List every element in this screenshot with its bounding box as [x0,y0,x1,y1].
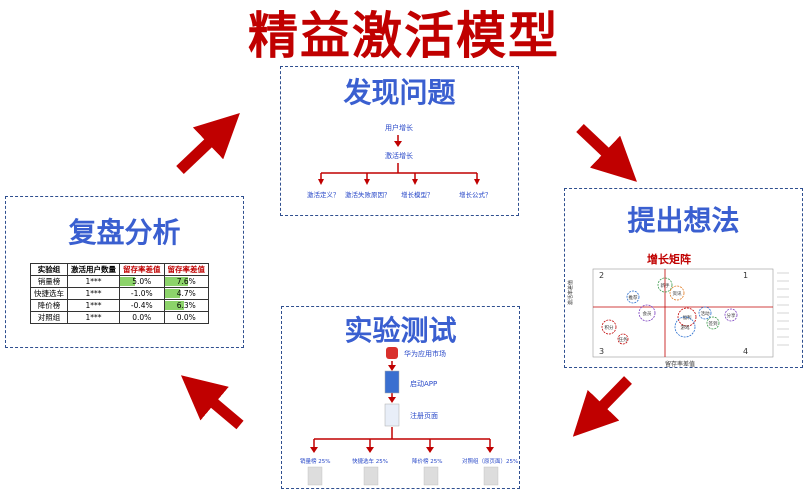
experiment-panel: 实验测试 华为应用市场 启动APP 注册页面 销量榜 25% 快捷选车 25% … [281,306,520,489]
bubble-0 [601,319,617,335]
app-store-icon [386,347,398,359]
bubble-label-0: 积分 [605,324,614,331]
bubble-label-4: 资讯 [673,290,682,297]
leaf-4: 增长公式？ [459,191,492,199]
review-table: 实验组 激活用户数量 留存率差值 留存率差值 销量榜 1*** 5.0% 7.6… [30,263,209,324]
group-3: 降价榜 25% [412,459,443,465]
table-row: 销量榜 1*** 5.0% 7.6% [30,275,209,288]
arrow-review-to-discover [176,113,240,174]
bubble-label-6: 活动 [701,310,710,317]
bubble-label-8: 分享 [727,312,736,319]
quadrant-2: 2 [599,271,605,280]
experiment-title: 实验测试 [344,314,457,347]
discover-tree [318,135,480,185]
ideas-panel: 提出想法 增长矩阵 积分推荐会员新手资讯福利活动签到分享游戏任务 2 1 3 4… [564,188,803,368]
bubble-9 [674,316,696,338]
discover-panel: 发现问题 用户增长 激活增长 激活定义？ 激活失败原因？ 增长模型？ 增长公式？ [280,66,519,216]
quadrant-3: 3 [599,347,605,356]
quadrant-1: 1 [743,271,749,280]
col-group: 实验组 [30,263,68,276]
bubble-10 [617,333,629,345]
discover-title: 发现问题 [343,76,456,109]
group-1: 销量榜 25% [300,459,331,465]
step-app-store: 华为应用市场 [404,350,446,358]
matrix-x-label: 留存率差值 [665,361,696,368]
bar-b [164,301,185,310]
table-row: 降价榜 1*** -0.4% 6.3% [30,299,209,312]
bubble-label-3: 新手 [661,282,670,289]
matrix-y-label: 激活率差值 [568,279,574,305]
step-register-page: 注册页面 [410,412,438,420]
bar-b [164,277,189,286]
node-activation-growth: 激活增长 [385,152,413,160]
group-2: 快捷选车 25% [352,459,388,465]
ideas-title: 提出想法 [627,204,740,237]
quadrant-4: 4 [743,347,749,356]
bubble-6 [698,306,712,320]
bubble-3 [657,277,673,293]
col-users: 激活用户数量 [67,263,120,276]
leaf-3: 增长模型？ [401,191,434,199]
review-panel: 复盘分析 实验组 激活用户数量 留存率差值 留存率差值 销量榜 1*** 5.0… [5,196,244,348]
review-title: 复盘分析 [68,216,181,249]
experiment-flow [307,361,499,486]
bubble-label-1: 推荐 [629,294,638,301]
bubble-label-7: 签到 [709,320,718,327]
col-diff-b: 留存率差值 [163,263,209,276]
bubble-label-2: 会员 [643,310,652,317]
main-title: 精益激活模型 [248,7,560,65]
table-row: 快捷选车 1*** -1.0% 4.7% [30,287,209,300]
col-diff-a: 留存率差值 [119,263,165,276]
matrix-title: 增长矩阵 [647,253,691,266]
bubble-1 [626,290,640,304]
bubble-5 [677,307,697,327]
bar-a [120,277,136,286]
bubble-label-9: 游戏 [681,324,690,331]
leaf-2: 激活失败原因？ [345,191,391,199]
node-user-growth: 用户增长 [385,124,413,132]
bubble-label-10: 任务 [619,336,628,343]
step-launch-app: 启动APP [410,380,438,388]
bubble-7 [706,316,720,330]
bar-b [164,289,180,298]
bubble-8 [724,308,738,322]
group-4: 对照组（原页面）25% [462,459,519,465]
arrow-discover-to-ideas [576,124,637,182]
bubble-4 [669,285,685,301]
table-row: 对照组 1*** 0.0% 0.0% [30,311,209,324]
bubble-2 [638,304,656,322]
arrow-experiment-to-review [180,375,244,430]
arrow-ideas-to-experiment [572,376,632,437]
leaf-1: 激活定义？ [307,191,340,199]
